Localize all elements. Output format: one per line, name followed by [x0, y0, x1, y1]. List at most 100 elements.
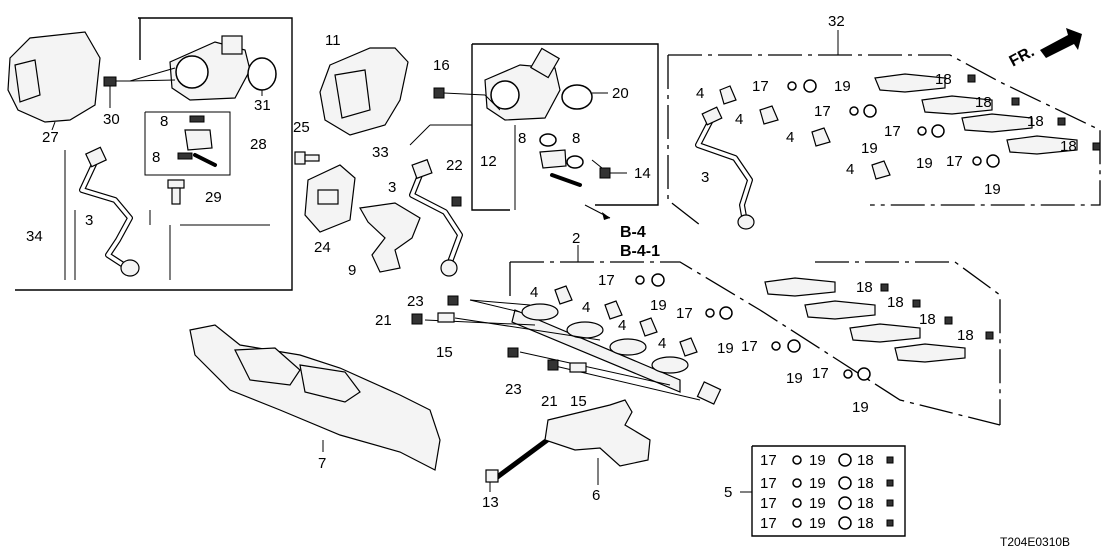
label-19h: 19: [852, 399, 869, 416]
label-14: 14: [634, 165, 651, 182]
label-17g: 17: [741, 338, 758, 355]
bracket-24: [304, 164, 356, 233]
label-34: 34: [26, 228, 43, 245]
diagram-code: T204E0310B: [1000, 535, 1070, 549]
label-19b: 19: [861, 140, 878, 157]
lifter-12: [539, 133, 584, 187]
lifter-28: [177, 115, 217, 167]
label-33: 33: [372, 144, 389, 161]
label-18d: 18: [1060, 138, 1077, 155]
label-3c: 3: [701, 169, 709, 186]
reference-arrows: [584, 204, 611, 220]
seal-kit-5: [792, 453, 894, 530]
label-16: 16: [433, 57, 450, 74]
label-18a: 18: [935, 71, 952, 88]
bracket-6: [544, 399, 651, 485]
kit-label-17b: 17: [760, 475, 777, 492]
kit-label-18d: 18: [857, 515, 874, 532]
label-4f: 4: [582, 299, 590, 316]
fuel-pipe-3-center: [409, 158, 463, 277]
label-4d: 4: [846, 161, 854, 178]
label-2: 2: [572, 230, 580, 247]
label-18g: 18: [919, 311, 936, 328]
label-17d: 17: [946, 153, 963, 170]
label-25: 25: [293, 119, 310, 136]
label-23b: 23: [505, 381, 522, 398]
label-19d: 19: [984, 181, 1001, 198]
label-4e: 4: [530, 284, 538, 301]
label-21b: 21: [541, 393, 558, 410]
kit-label-17d: 17: [760, 515, 777, 532]
bolt-14: [591, 159, 627, 179]
kit-label-19b: 19: [809, 475, 826, 492]
fuel-rail-2: [424, 285, 722, 405]
direction-label: FR.: [1007, 43, 1038, 70]
bolt-30: [103, 76, 130, 108]
label-15b: 15: [570, 393, 587, 410]
injectors-set-2: [635, 273, 994, 381]
bolt-16: [433, 87, 486, 99]
label-8c: 8: [518, 130, 526, 147]
label-8b: 8: [152, 149, 160, 166]
label-21a: 21: [375, 312, 392, 329]
frame-kit-5: [740, 445, 906, 537]
label-22: 22: [446, 157, 463, 174]
label-19e: 19: [650, 297, 667, 314]
label-15a: 15: [436, 344, 453, 361]
label-8d: 8: [572, 130, 580, 147]
frame-left-assembly: [15, 17, 293, 291]
label-20: 20: [612, 85, 629, 102]
reference-b4: B-4: [620, 224, 646, 241]
label-17h: 17: [812, 365, 829, 382]
label-31: 31: [254, 97, 271, 114]
kit-label-17c: 17: [760, 495, 777, 512]
label-6: 6: [592, 487, 600, 504]
label-18b: 18: [975, 94, 992, 111]
label-17f: 17: [676, 305, 693, 322]
label-8a: 8: [160, 113, 168, 130]
fuel-pump-left: [129, 35, 251, 101]
reference-b4-1: B-4-1: [620, 243, 660, 260]
label-28: 28: [250, 136, 267, 153]
bracket-9: [359, 202, 421, 273]
part-labels: 27 30 31 28 8 8 29 3 34 11 16 20 25 33 8…: [26, 13, 1077, 532]
label-19c: 19: [916, 155, 933, 172]
front-direction-arrow: [1040, 28, 1082, 58]
label-5: 5: [724, 484, 732, 501]
label-19g: 19: [786, 370, 803, 387]
bolt-25: [294, 151, 320, 165]
fuel-pump-center: [484, 47, 561, 121]
label-23a: 23: [407, 293, 424, 310]
kit-label-18a: 18: [857, 452, 874, 469]
label-11: 11: [325, 32, 341, 49]
engine-cover-27: [7, 31, 101, 131]
label-3b: 3: [388, 179, 396, 196]
label-12: 12: [480, 153, 497, 170]
kit-label-19c: 19: [809, 495, 826, 512]
nut-22: [451, 196, 462, 207]
frame-center-pump: [409, 43, 659, 211]
label-18e: 18: [856, 279, 873, 296]
label-18h: 18: [957, 327, 974, 344]
engine-cover-7: [189, 324, 441, 471]
kit-label-18c: 18: [857, 495, 874, 512]
label-29: 29: [205, 189, 222, 206]
frame-injector-set-32: [667, 30, 1101, 226]
label-4h: 4: [658, 335, 666, 352]
label-17a: 17: [752, 78, 769, 95]
o-ring-20: [561, 84, 608, 110]
kit-label-19a: 19: [809, 452, 826, 469]
label-9: 9: [348, 262, 356, 279]
injector-set-32: [695, 73, 1101, 230]
label-19a: 19: [834, 78, 851, 95]
fasteners-23-21-15: [411, 295, 587, 373]
label-3a: 3: [85, 212, 93, 229]
label-4b: 4: [735, 111, 743, 128]
kit-label-19d: 19: [809, 515, 826, 532]
label-18f: 18: [887, 294, 904, 311]
label-27: 27: [42, 129, 59, 146]
pump-cover-11: [319, 47, 409, 136]
label-17b: 17: [814, 103, 831, 120]
label-17e: 17: [598, 272, 615, 289]
